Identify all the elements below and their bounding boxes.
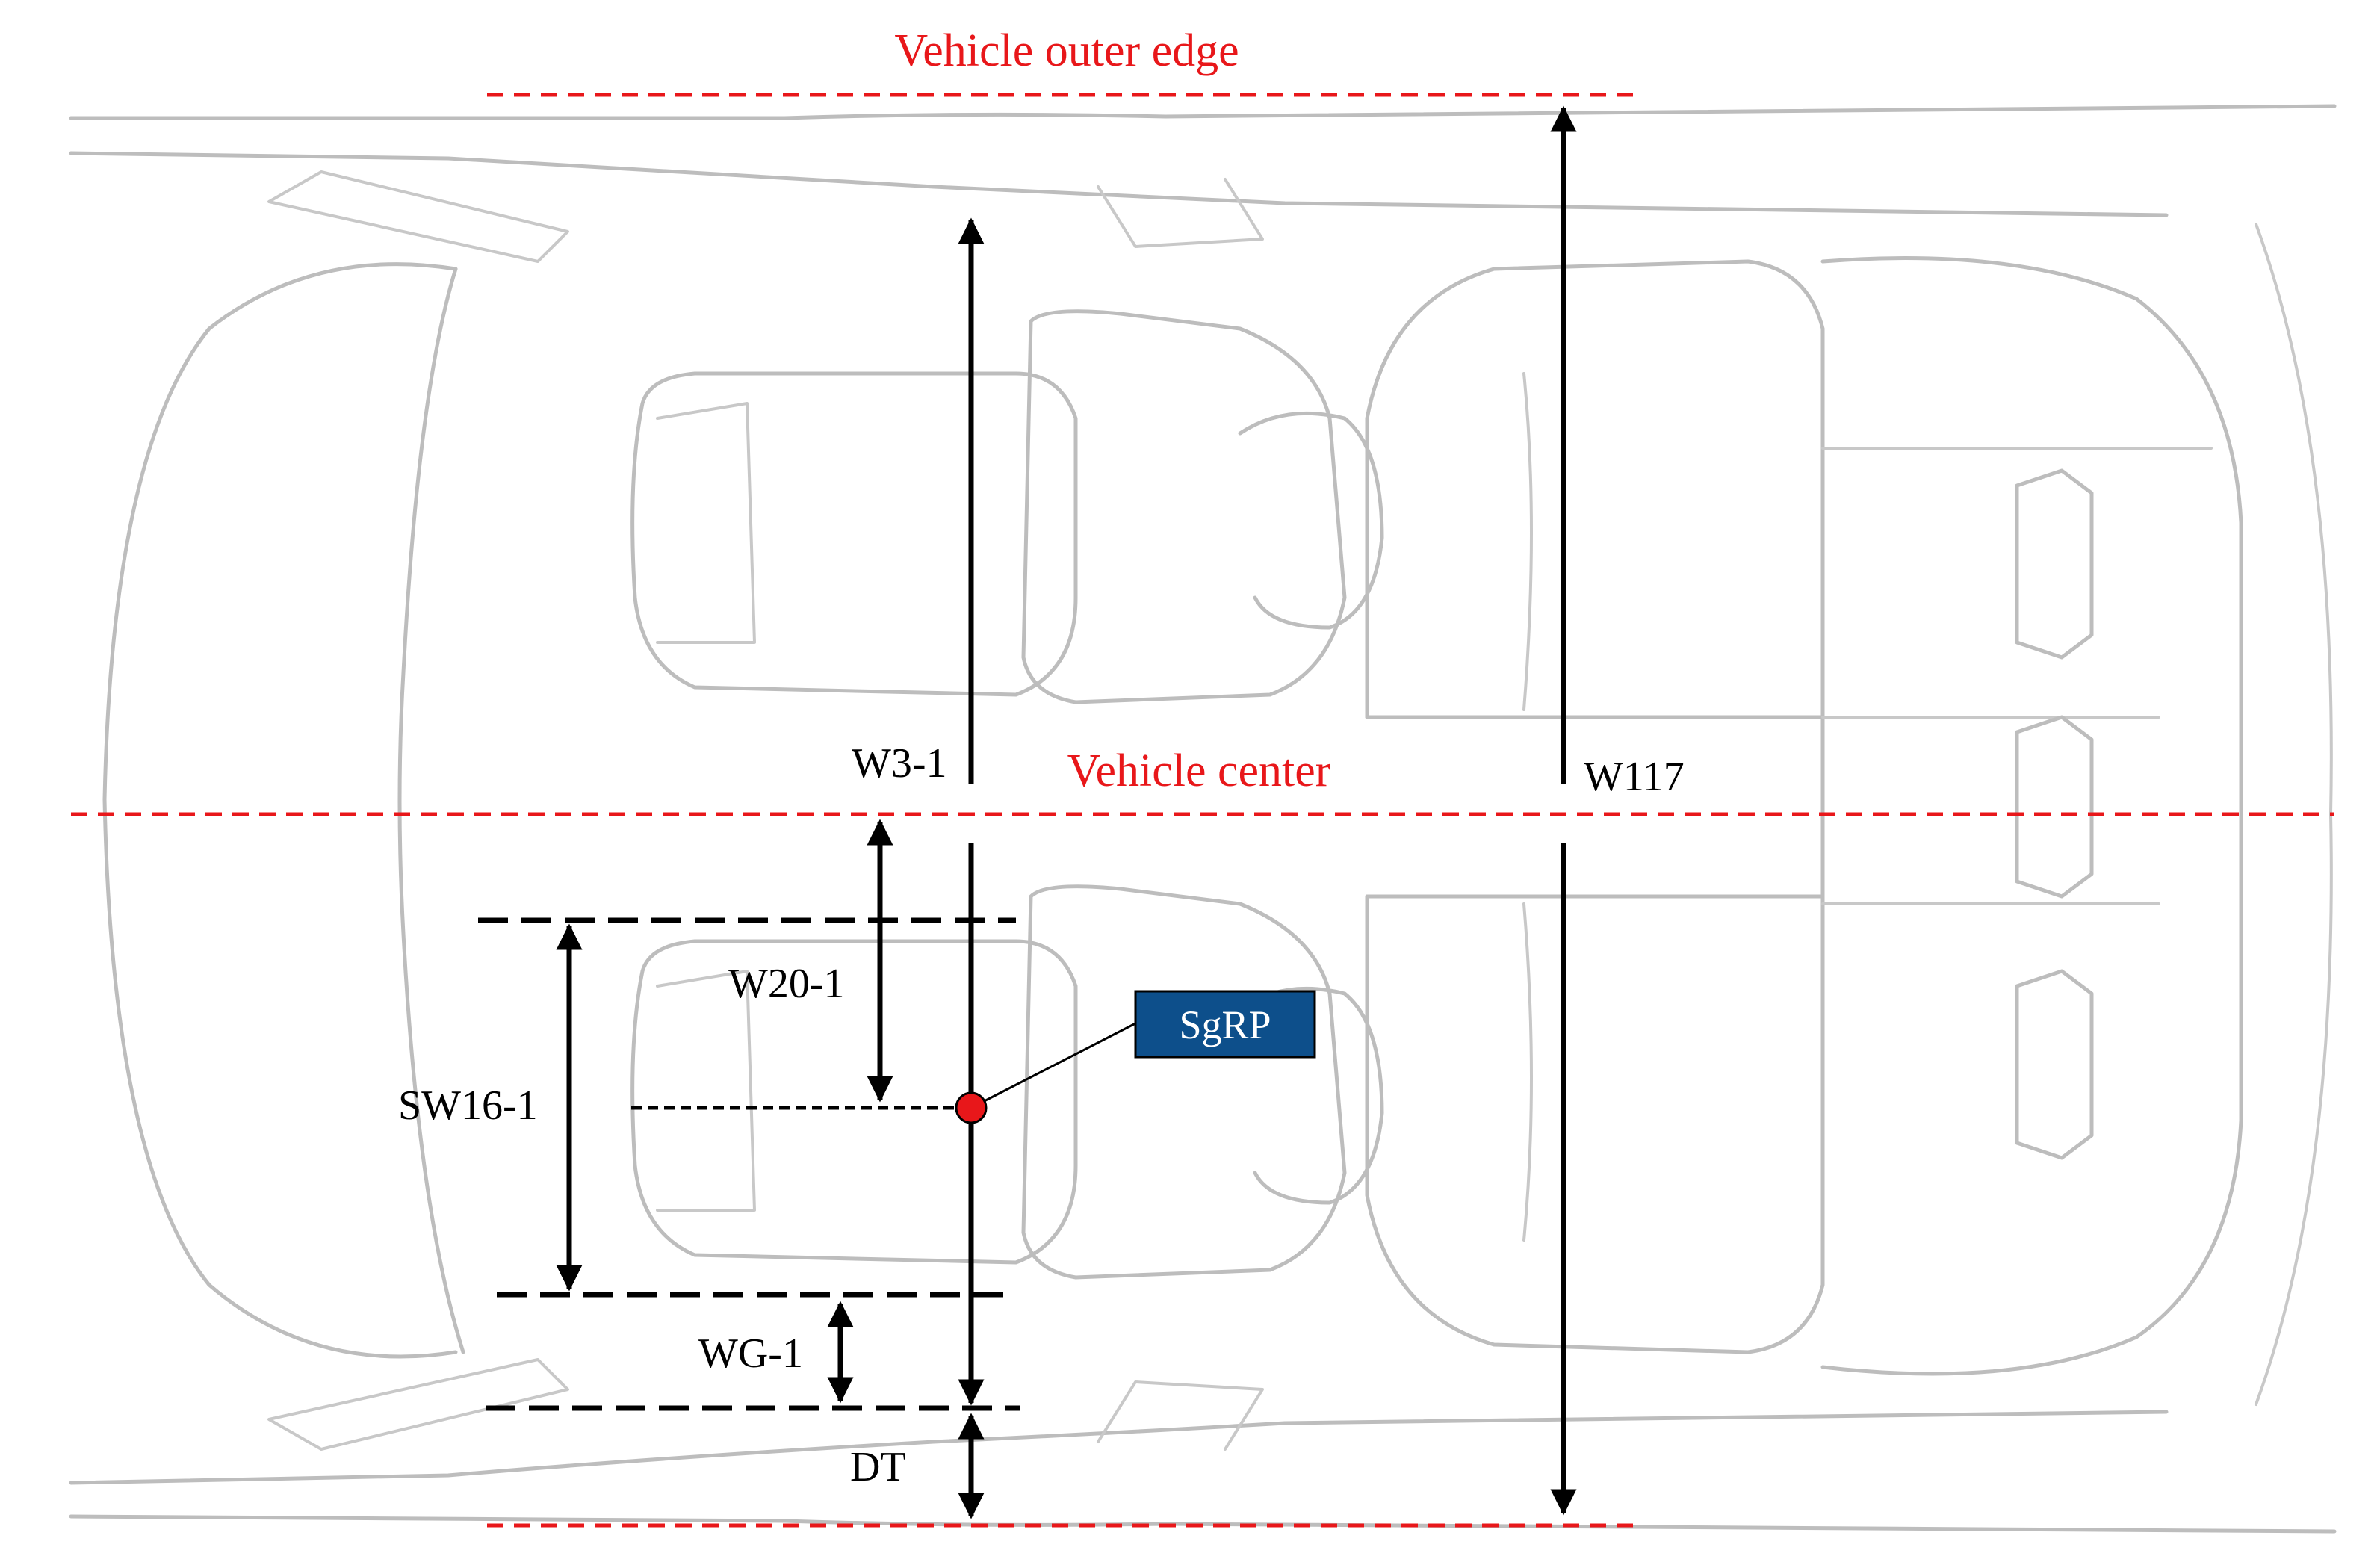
headrest-right	[1238, 986, 1384, 1205]
windshield	[102, 262, 458, 1359]
front-seat-right-back	[1021, 884, 1347, 1280]
rear-seat-right-fold	[1522, 902, 1533, 1242]
body-rail-top	[69, 104, 2337, 120]
rear-window	[2255, 223, 2333, 1406]
rear-seat-left	[1365, 259, 1825, 719]
rear-center-console	[1365, 715, 1825, 899]
w20-1-label: W20-1	[728, 961, 845, 1007]
front-seat-left-cushion	[630, 371, 1078, 697]
dt-label: DT	[850, 1444, 906, 1490]
vehicle-outline	[69, 104, 2337, 1534]
rear-backrest	[1820, 256, 2243, 1376]
sw16-1-label: SW16-1	[398, 1082, 538, 1129]
sgrp-label: SgRP	[1179, 1003, 1271, 1047]
rear-seat-right	[1365, 894, 1825, 1354]
body-rail-top-inner	[69, 151, 2169, 217]
rear-seat-left-fold	[1522, 372, 1533, 711]
vehicle-center-label: Vehicle center	[1067, 746, 1331, 796]
rear-headrest-center	[2015, 715, 2094, 899]
rear-headrest-left	[2015, 468, 2094, 660]
body-rail-bottom-inner	[69, 1410, 2169, 1485]
a-pillar-top	[267, 170, 569, 263]
dashboard	[397, 267, 465, 1354]
rear-headrest-right	[2015, 969, 2094, 1160]
w3-1-label: W3-1	[852, 740, 947, 787]
sgrp-point	[955, 1091, 988, 1124]
wg-1-label: WG-1	[698, 1330, 803, 1377]
sgrp-leader-line	[970, 1022, 1136, 1109]
front-seat-right-cushion	[630, 939, 1078, 1265]
mirror-top	[1097, 178, 1264, 248]
vehicle-outer-edge-label: Vehicle outer edge	[894, 25, 1239, 76]
a-pillar-bottom	[267, 1358, 569, 1451]
front-seat-left-back	[1021, 309, 1347, 704]
headrest-left	[1238, 411, 1384, 630]
sgrp-box	[1134, 990, 1316, 1059]
w117-label: W117	[1584, 754, 1685, 800]
mirror-bottom	[1097, 1380, 1264, 1451]
front-seat-left-inner	[656, 402, 756, 644]
front-seat-right-inner	[656, 970, 756, 1212]
